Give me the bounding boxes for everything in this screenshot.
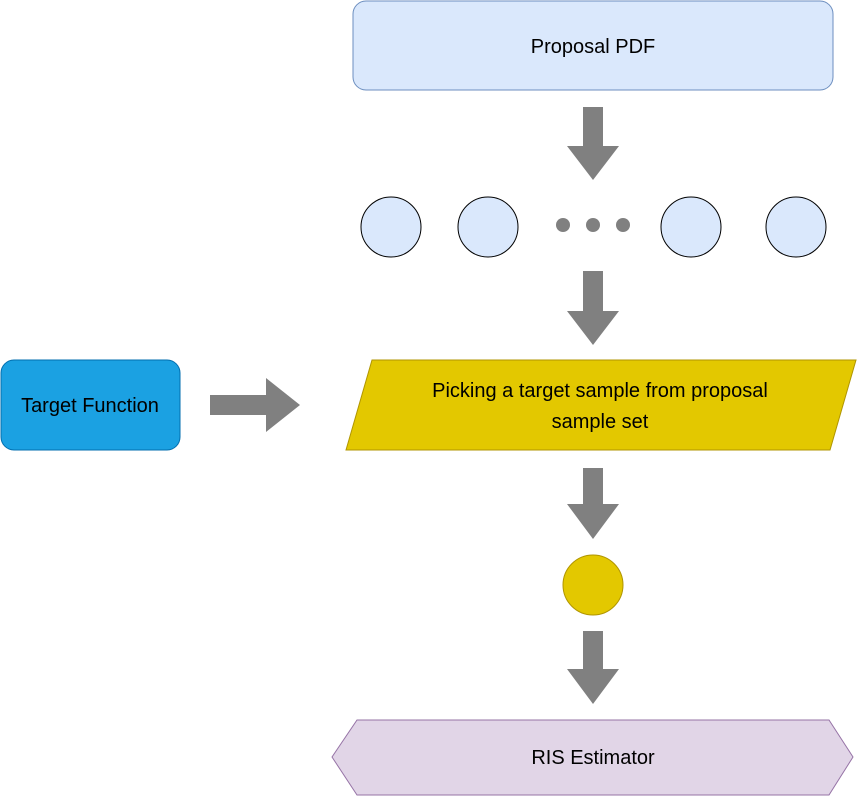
arrow-down-1 [567, 107, 619, 180]
proposal-pdf-label: Proposal PDF [531, 36, 656, 58]
ris-estimator-label: RIS Estimator [531, 747, 655, 769]
target-function-box [0, 359, 181, 451]
proposal-pdf-node: Proposal PDF [352, 0, 834, 91]
arrow-down-3 [567, 468, 619, 539]
sample-circle-3 [660, 196, 722, 258]
arrow-down-2 [567, 271, 619, 345]
ris-estimator-hexagon [331, 719, 854, 796]
proposal-sample-set [360, 196, 827, 258]
sample-circle-4 [765, 196, 827, 258]
target-function-label: Target Function [21, 395, 159, 417]
target-function-node: Target Function [0, 359, 181, 451]
picking-node: Picking a target sample from proposal sa… [345, 359, 857, 451]
picking-label-line-1: Picking a target sample from proposal [432, 380, 768, 402]
arrow-selected-to-ris [567, 631, 619, 704]
arrow-samples-to-picking [567, 271, 619, 345]
arrow-right-1 [210, 378, 300, 432]
arrow-proposal-to-samples [567, 107, 619, 180]
picking-label-line-2: sample set [552, 411, 649, 433]
arrow-down-4 [567, 631, 619, 704]
proposal-pdf-box [352, 0, 834, 91]
ellipsis-dot-3 [616, 218, 630, 232]
arrow-target-to-picking [210, 378, 300, 432]
selected-sample-node [562, 554, 624, 616]
selected-sample-circle [562, 554, 624, 616]
sample-circle-1 [360, 196, 422, 258]
sample-circle-2 [457, 196, 519, 258]
ellipsis-dot-1 [556, 218, 570, 232]
arrow-picking-to-selected [567, 468, 619, 539]
ellipsis-dot-2 [586, 218, 600, 232]
ris-estimator-node: RIS Estimator [331, 719, 854, 796]
picking-parallelogram [345, 359, 857, 451]
